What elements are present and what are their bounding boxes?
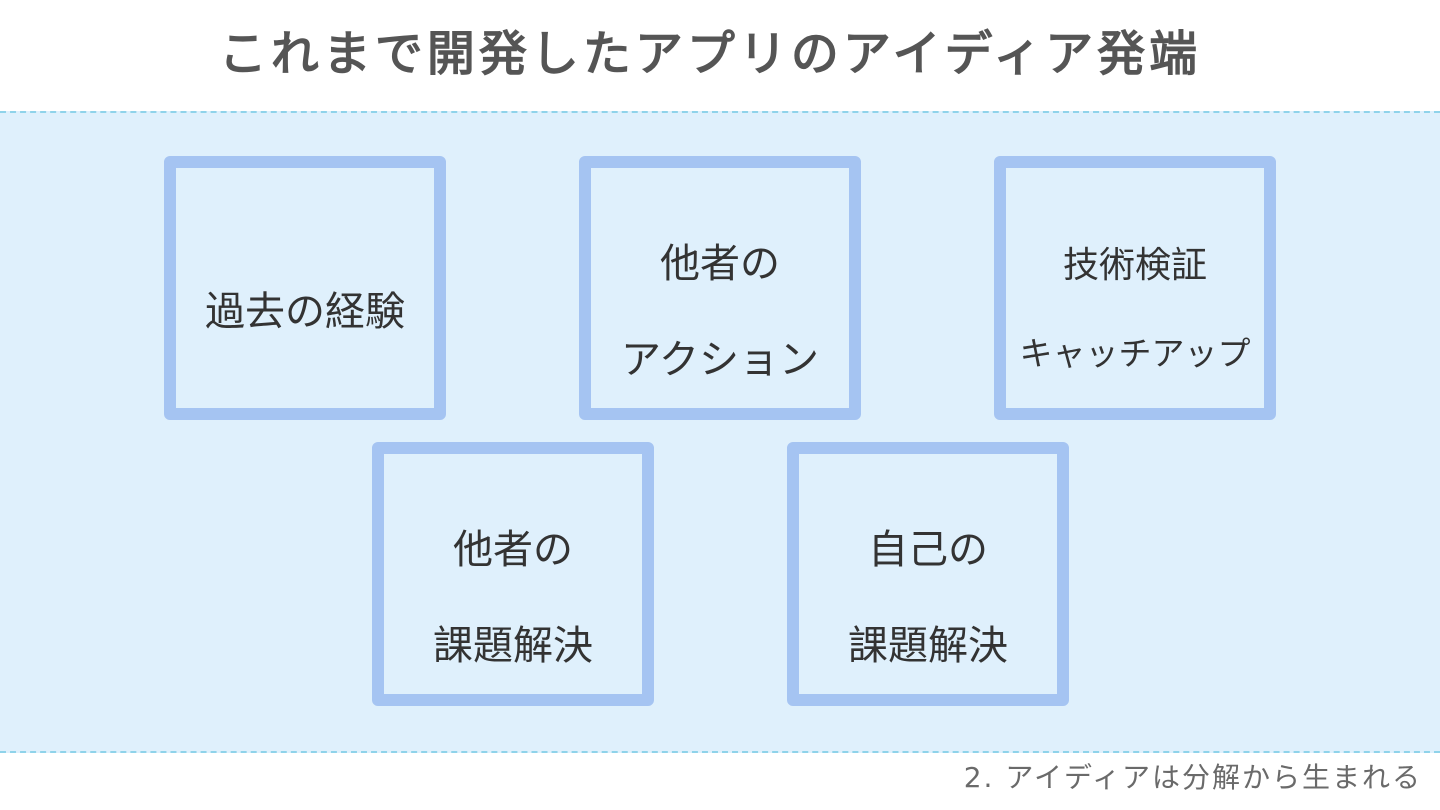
idea-box-label: 他者の アクション [621, 192, 819, 384]
idea-box-line1: 他者の [453, 527, 573, 573]
idea-box-line2: 課題解決 [848, 623, 1008, 669]
idea-box-tech: 技術検証 キャッチアップ [994, 156, 1276, 420]
idea-box-line1: 自己の [868, 527, 988, 573]
idea-box-line2: 課題解決 [433, 623, 593, 669]
idea-box-label: 過去の経験 [205, 240, 405, 336]
idea-box-label: 技術検証 キャッチアップ [1020, 200, 1251, 376]
slide-title: これまで開発したアプリのアイディア発端 [218, 26, 1202, 82]
idea-box-line1: 過去の経験 [205, 289, 405, 335]
idea-box-others-problem: 他者の 課題解決 [372, 442, 654, 706]
idea-box-self-problem: 自己の 課題解決 [787, 442, 1069, 706]
idea-box-line2: キャッチアップ [1019, 334, 1251, 373]
idea-box-others-action: 他者の アクション [579, 156, 861, 420]
idea-box-line2: アクション [621, 337, 819, 383]
footer-note: 2. アイディアは分解から生まれる [963, 761, 1422, 794]
idea-box-label: 自己の 課題解決 [848, 478, 1008, 670]
idea-box-line1: 技術検証 [1062, 245, 1207, 286]
idea-box-label: 他者の 課題解決 [433, 478, 593, 670]
idea-box-past-experience: 過去の経験 [164, 156, 446, 420]
idea-box-line1: 他者の [660, 241, 780, 287]
